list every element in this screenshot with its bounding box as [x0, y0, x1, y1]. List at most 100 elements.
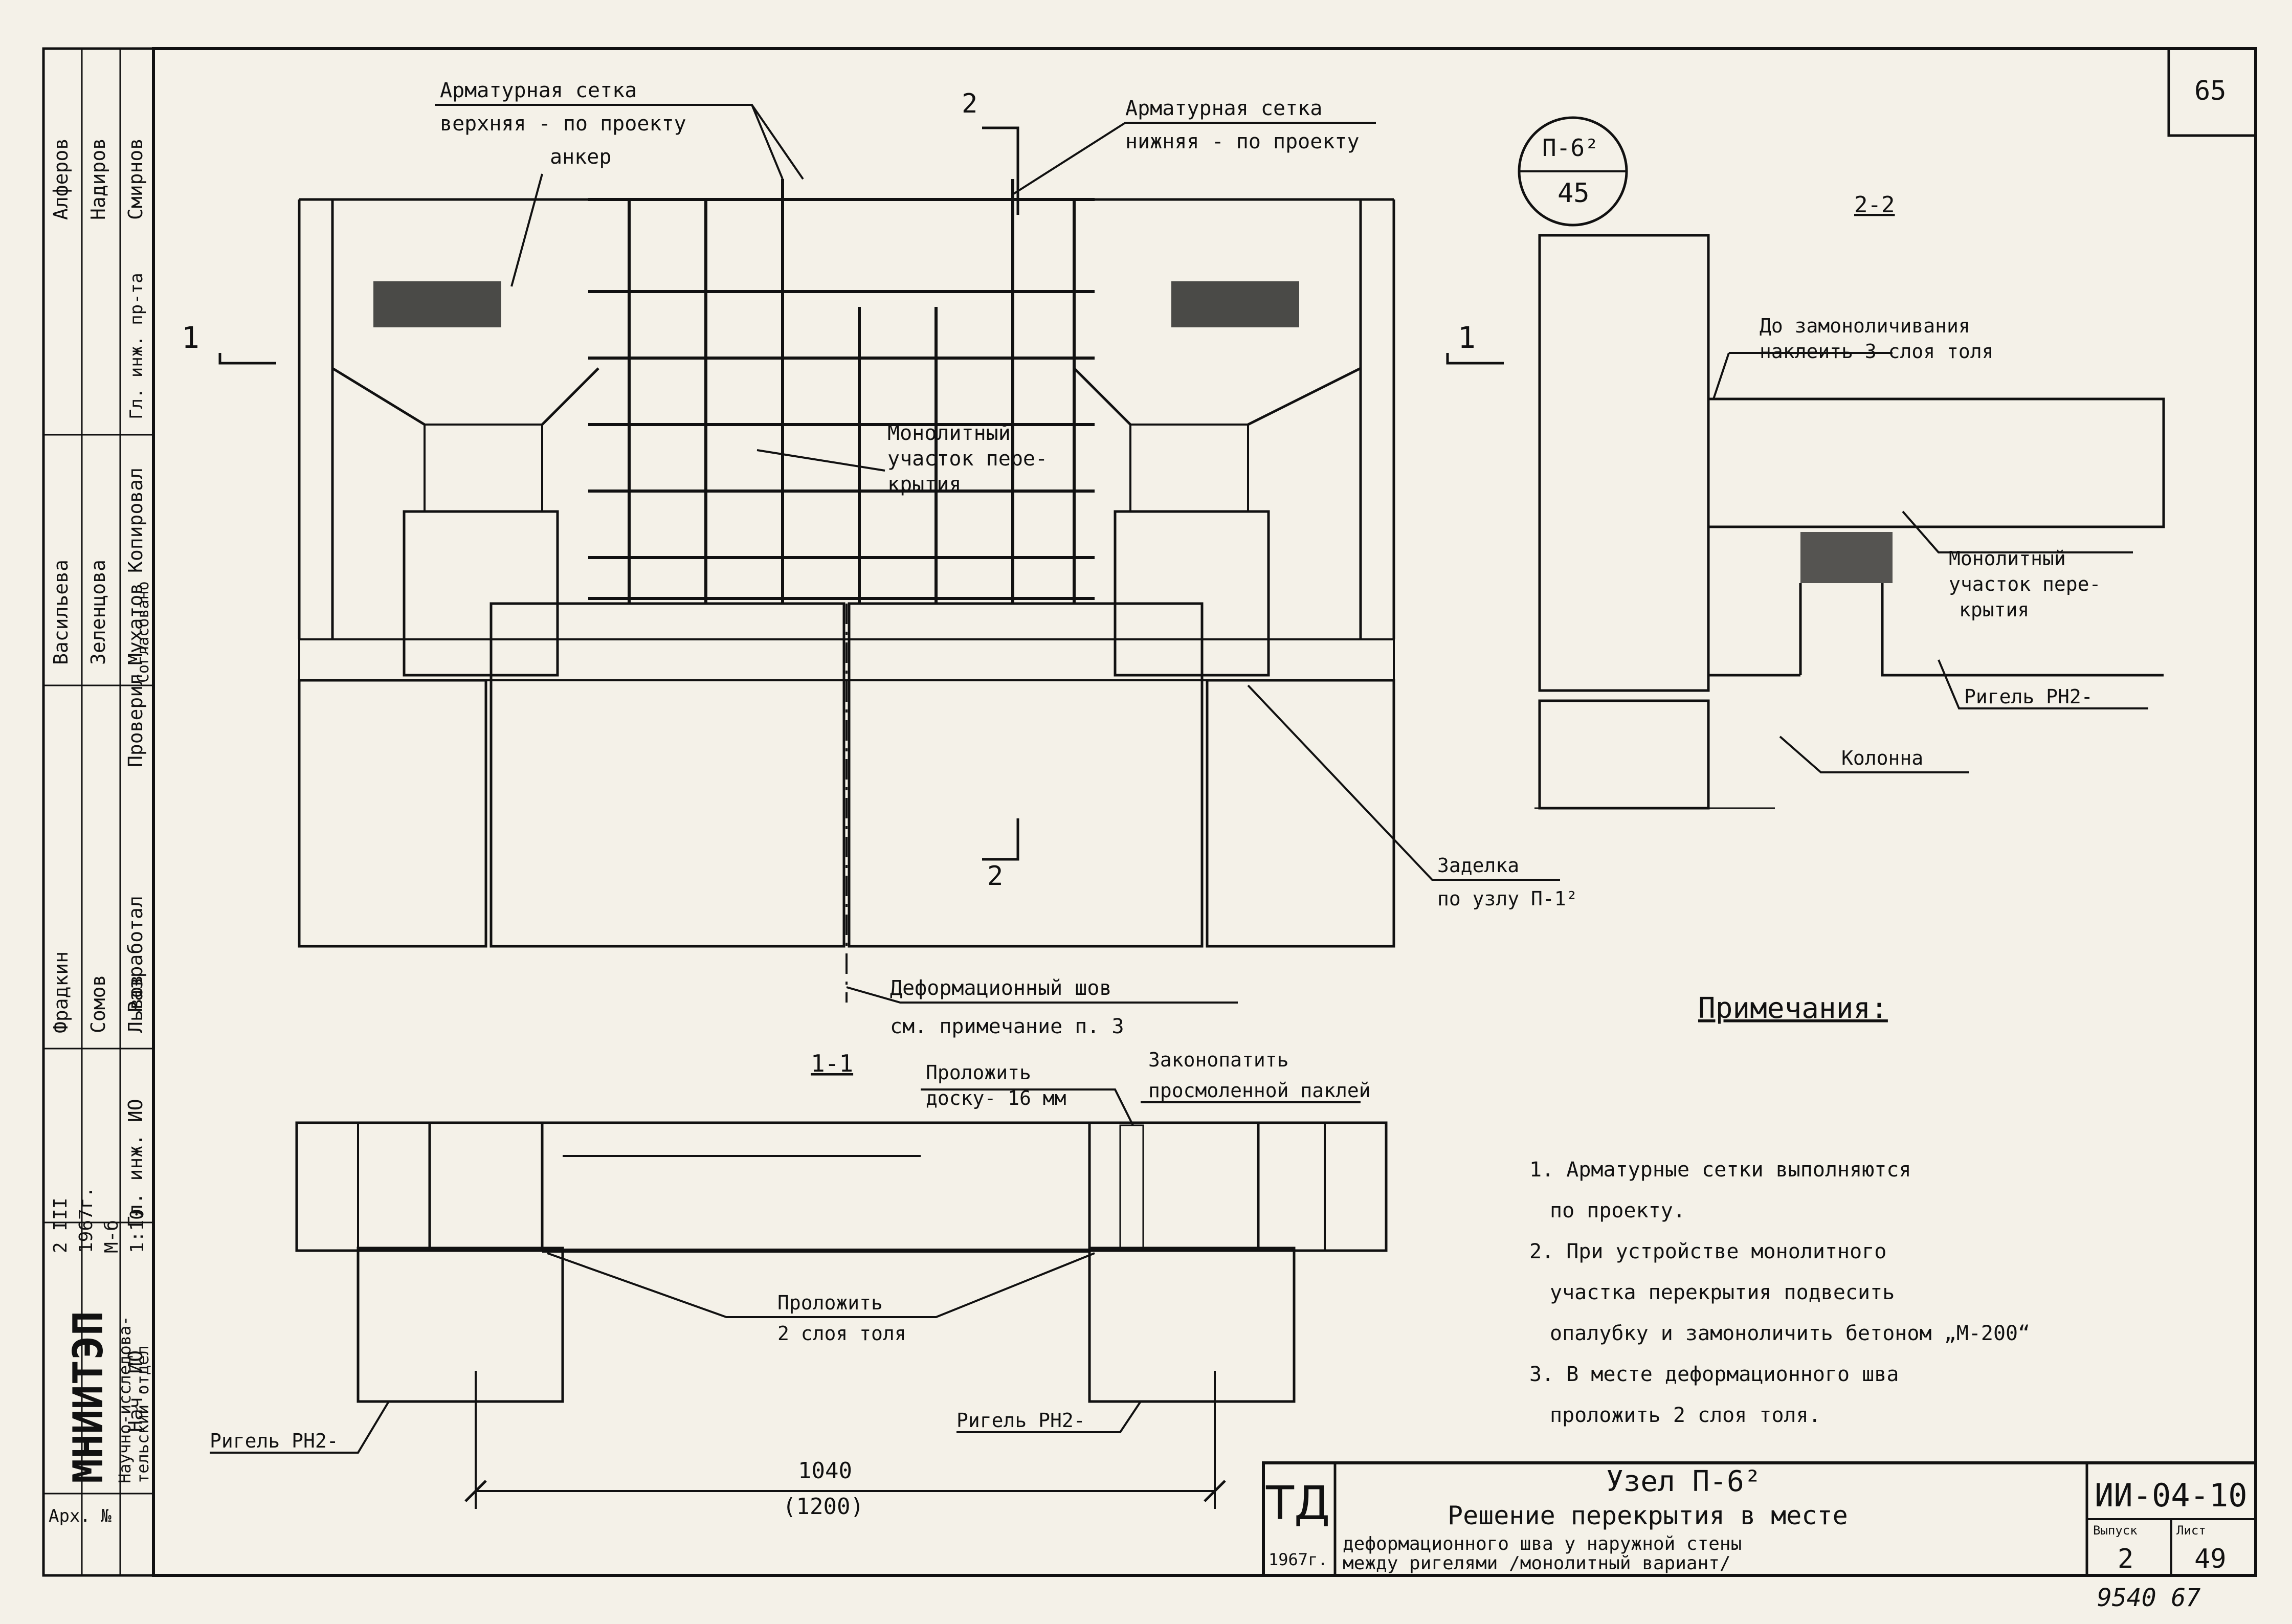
note-line-7: проложить 2 слоя толя.: [1550, 1404, 1821, 1427]
tb-line-3: между ригелями /монолитный вариант/: [1343, 1553, 1731, 1574]
column-left: [403, 510, 559, 677]
slab-right: [1206, 679, 1395, 948]
joint-label-1: Деформационный шов: [890, 976, 1111, 1000]
page-number: 65: [2194, 76, 2227, 106]
s11-board-2: доску- 16 мм: [926, 1087, 1066, 1109]
section-mark-1-right: 1: [1458, 320, 1476, 355]
section-mark-1-left: 1: [182, 320, 199, 355]
side-stamp: Нач. ИО Гл. инж. ИО Разработал Проверил …: [42, 47, 155, 1577]
tb-year: 1967г.: [1269, 1550, 1328, 1569]
s22-rigel: Ригель РН2-: [1964, 685, 2093, 708]
stamp-name-7: Львов: [124, 975, 147, 1033]
tb-issue: 2: [2118, 1544, 2133, 1574]
note-line-4: участка перекрытия подвесить: [1550, 1281, 1895, 1304]
s11-rigel-right-label: Ригель РН2-: [956, 1409, 1085, 1432]
mesh-bottom-label-2: нижняя - по проекту: [1125, 130, 1360, 153]
section-1-1: 1-1 Проложить доску- 16 мм Законопатить …: [210, 1049, 1388, 1520]
stamp-meta-4: 1:10: [127, 1209, 148, 1253]
stamp-name-2: Надиров: [87, 138, 109, 220]
s11-rigel-left-label: Ригель РН2-: [210, 1430, 339, 1452]
slab-center-right: [848, 602, 1204, 948]
s22-note-2: наклеить 3 слоя толя: [1760, 340, 1994, 363]
s22-monolith-2: участок пере-: [1949, 573, 2101, 595]
zadelka-label-1: Заделка: [1437, 854, 1519, 877]
sheet-frame: [152, 47, 2257, 1577]
stamp-name-3: Алферов: [50, 138, 72, 220]
stamp-name-6: Васильева: [50, 560, 72, 665]
monolith-label-2: участок пере-: [887, 447, 1048, 471]
stamp-role-2: Гл. инж. ИО: [124, 1099, 147, 1228]
stamp-meta-1: 2 III: [50, 1198, 71, 1253]
stamp-name-1: Смирнов: [124, 138, 147, 220]
section-2-2-title: 2-2: [1854, 192, 1895, 218]
stamp-name-5: Зеленцова: [87, 560, 109, 665]
node-ref-bottom: 45: [1557, 178, 1590, 209]
rebar-mesh: [588, 179, 1095, 604]
note-line-5: опалубку и замоноличить бетоном „М-200“: [1550, 1322, 2030, 1345]
s11-slab: [295, 1121, 1388, 1252]
stamp-role-4: Проверил: [124, 674, 147, 767]
stamp-role-1: Нач. ИО: [124, 1350, 147, 1432]
monolith-label-1: Монолитный: [887, 421, 1011, 445]
s22-monolith-3: крытия: [1959, 598, 2029, 621]
dim-alt: (1200): [783, 1494, 864, 1520]
node-ref-top: П-6²: [1542, 134, 1599, 162]
s11-caulk-1: Законопатить: [1148, 1049, 1289, 1071]
section-2-2-slab: [1707, 397, 2165, 528]
plan-view: 1 1 2 2 Арматурная сетка верхняя - по пр…: [182, 79, 1578, 1038]
s22-column: Колонна: [1841, 747, 1923, 769]
stamp-name-8: Сомов: [87, 975, 109, 1033]
slab-left: [298, 679, 487, 948]
s22-note-1: До замоноличивания: [1760, 315, 1970, 337]
s11-tol-2: 2 слоя толя: [777, 1322, 906, 1345]
s22-monolith-1: Монолитный: [1949, 547, 2066, 570]
s11-rigel-right: [1088, 1247, 1296, 1403]
joint-label-2: см. примечание п. 3: [890, 1015, 1124, 1038]
stamp-org-3: тельский отдел: [133, 1345, 152, 1483]
tb-sheet: 49: [2194, 1544, 2227, 1574]
dim-value: 1040: [798, 1458, 852, 1484]
zadelka-label-2: по узлу П-1²: [1437, 887, 1578, 910]
mesh-bottom-label-1: Арматурная сетка: [1125, 97, 1322, 120]
tb-node: Узел П-6²: [1606, 1465, 1761, 1498]
tb-line-2: деформационного шва у наружной стены: [1343, 1533, 1742, 1554]
stamp-role-5: Копировал: [124, 468, 147, 573]
anchor-label: анкер: [550, 145, 611, 169]
stamp-agreed: Согласовано: [135, 581, 152, 683]
mesh-top-label-2: верхняя - по проекту: [440, 112, 686, 136]
note-line-6: 3. В месте деформационного шва: [1529, 1363, 1899, 1386]
note-line-2: по проекту.: [1550, 1199, 1685, 1222]
stamp-org-2: Научно-исследова-: [115, 1316, 135, 1483]
section-2-2: 2-2 До замоноличивания наклеить 3 слоя т…: [1534, 192, 2165, 810]
s11-board-1: Проложить: [926, 1061, 1031, 1084]
tb-td: ТД: [1265, 1477, 1330, 1530]
note-line-1: 1. Арматурные сетки выполняются: [1529, 1158, 1911, 1182]
stamp-name-9: Фрадкин: [50, 951, 72, 1033]
notes: Примечания: 1. Арматурные сетки выполняю…: [1529, 992, 2030, 1427]
node-reference: П-6² 45: [1518, 116, 1628, 227]
tb-line-1: Решение перекрытия в месте: [1448, 1501, 1848, 1530]
stamp-meta-2: 1967г.: [76, 1187, 97, 1253]
note-line-3: 2. При устройстве монолитного: [1529, 1240, 1886, 1263]
mesh-top-label-1: Арматурная сетка: [440, 79, 637, 102]
section-mark-2-inner: 2: [987, 861, 1003, 892]
slab-center-left: [489, 602, 845, 948]
stamp-name-4: Мухатов: [124, 583, 147, 665]
s11-tol-1: Проложить: [777, 1292, 883, 1314]
tb-issue-label: Выпуск: [2093, 1523, 2138, 1538]
column-right: [1114, 510, 1270, 677]
s11-caulk-2: просмоленной паклей: [1148, 1079, 1371, 1102]
stamp-role-3: Разработал: [124, 896, 147, 1013]
section-1-1-title: 1-1: [811, 1050, 853, 1077]
s11-rigel-left: [357, 1247, 564, 1403]
stamp-meta-3: М-б: [101, 1220, 122, 1253]
tb-sheet-label: Лист: [2176, 1523, 2206, 1538]
title-block: ТД 1967г. Узел П-6² Решение перекрытия в…: [1262, 1461, 2257, 1612]
section-2-2-column: [1538, 234, 1710, 692]
tb-code: ИИ-04-10: [2095, 1477, 2248, 1514]
monolith-label-3: крытия: [887, 473, 962, 496]
stamp-archive: Арх. №: [49, 1506, 112, 1526]
section-mark-2: 2: [962, 88, 977, 119]
stamp-org: МНИИТЭП: [64, 1311, 112, 1483]
